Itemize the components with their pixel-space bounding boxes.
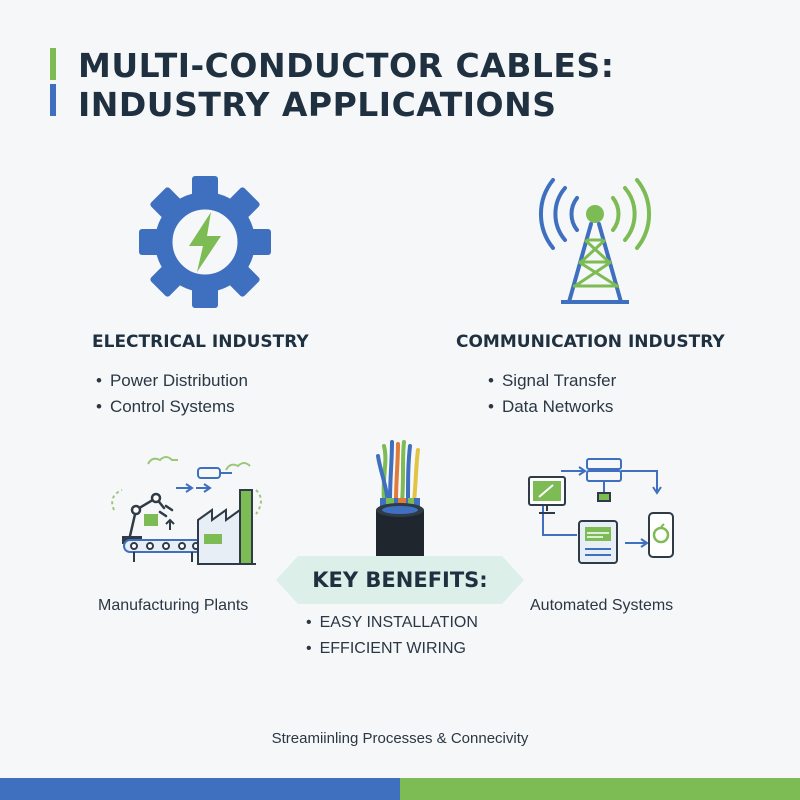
factory-robot-arm-icon (111, 456, 262, 565)
footer-bar-blue (0, 778, 400, 800)
title-accent-blue (50, 84, 56, 116)
title-accent-green (50, 48, 56, 80)
list-item: EASY INSTALLATION (306, 610, 478, 636)
benefits-list: EASY INSTALLATION EFFICIENT WIRING (306, 610, 478, 662)
list-item: Data Networks (488, 394, 616, 420)
list-item: Power Distribution (96, 368, 248, 394)
automated-caption: Automated Systems (530, 597, 674, 614)
signal-tower-icon (539, 178, 651, 304)
benefits-banner (276, 556, 524, 604)
electrical-list: Power Distribution Control Systems (96, 368, 248, 420)
network-devices-icon (528, 458, 674, 564)
footer-tagline: Streamiinling Processes & Connecivity (271, 730, 529, 747)
communication-list: Signal Transfer Data Networks (488, 368, 616, 420)
manufacturing-caption: Manufacturing Plants (98, 597, 249, 614)
title-line-2: INDUSTRY APPLICATIONS (78, 85, 557, 124)
communication-heading: COMMUNICATION INDUSTRY (456, 332, 725, 352)
list-item: Control Systems (96, 394, 248, 420)
multi-conductor-cable-icon (376, 440, 424, 556)
page-title: MULTI-CONDUCTOR CABLES: INDUSTRY APPLICA… (78, 46, 758, 124)
list-item: Signal Transfer (488, 368, 616, 394)
footer-bar-green (400, 778, 800, 800)
electrical-heading: ELECTRICAL INDUSTRY (92, 332, 309, 352)
benefits-title: KEY BENEFITS: (312, 568, 488, 592)
list-item: EFFICIENT WIRING (306, 636, 478, 662)
title-line-1: MULTI-CONDUCTOR CABLES: (78, 46, 615, 85)
gear-lightning-icon (139, 176, 271, 308)
